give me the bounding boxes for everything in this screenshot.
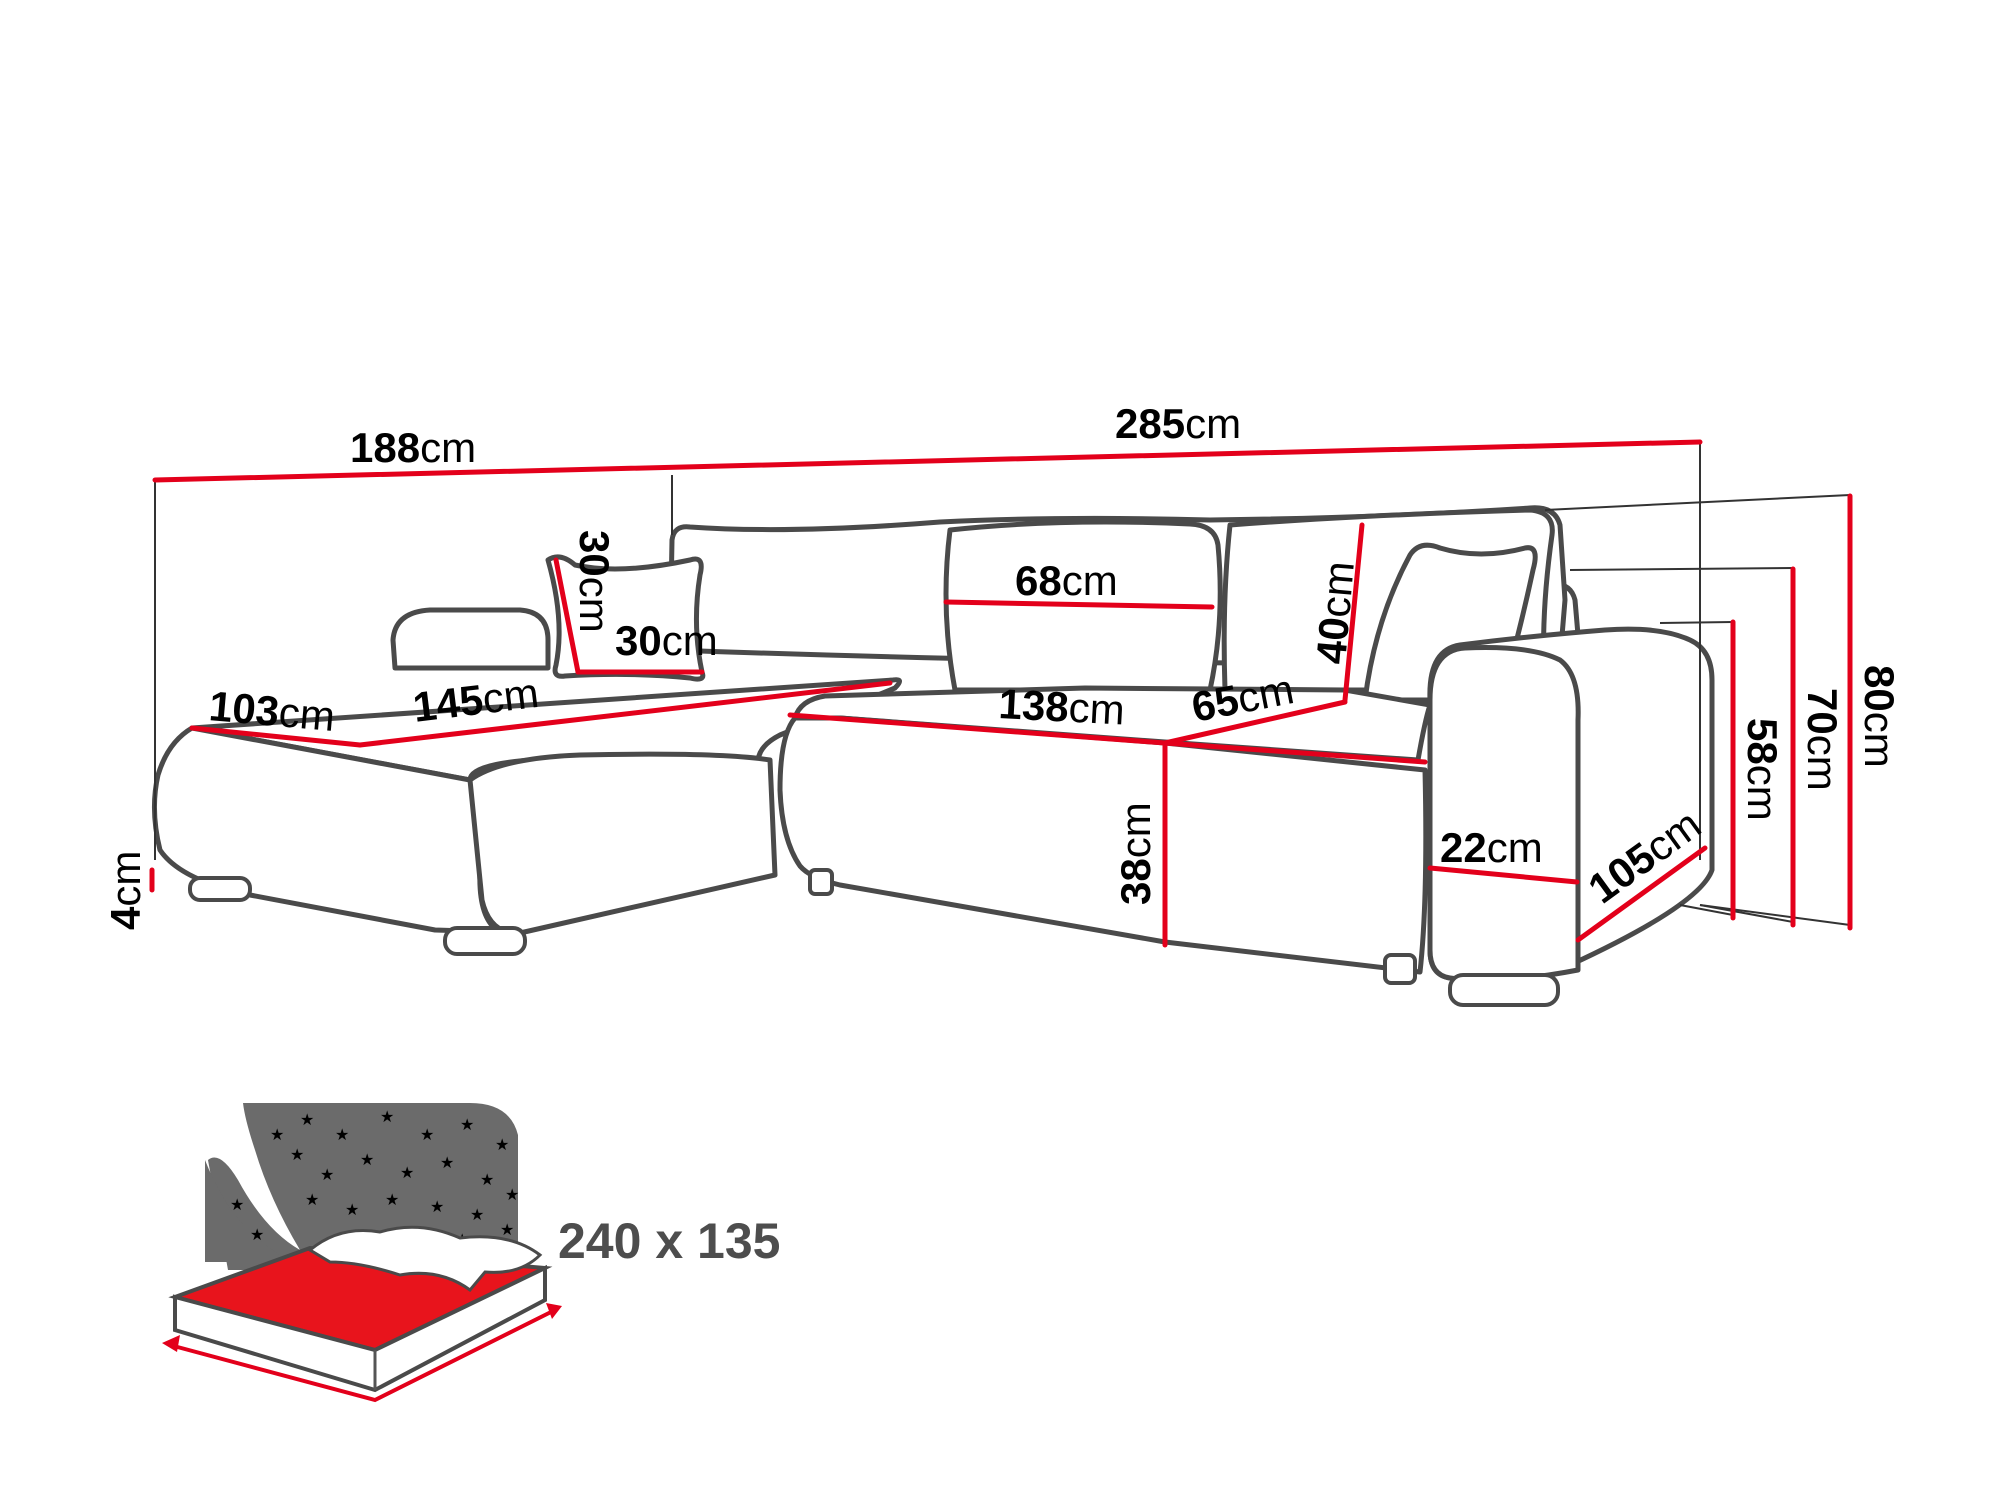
- leg-chaise-front: [443, 926, 527, 956]
- dimension-lines: [149, 439, 1853, 948]
- left-armrest: [390, 607, 551, 671]
- dim-line-pillow-height: [553, 557, 581, 675]
- label-armrest-height: 58cm: [1739, 718, 1786, 821]
- guide-lines: [154, 440, 1851, 926]
- chaise-side-cushion: [467, 751, 778, 936]
- leg-middle-front: [1383, 953, 1417, 985]
- night-sky-icon: [208, 1103, 518, 1270]
- stars-icon: ★★ ★★ ★★ ★★ ★★ ★★ ★★ ★★ ★★ ★★ ★★ ★★: [230, 1109, 519, 1249]
- dim-line-seat-front: [1162, 740, 1428, 765]
- svg-text:★: ★: [300, 1112, 314, 1129]
- svg-text:★: ★: [250, 1227, 264, 1244]
- sofa-drawing: [151, 505, 1715, 1007]
- svg-text:★: ★: [460, 1117, 474, 1134]
- label-cushion-width: 68cm: [1015, 557, 1118, 604]
- label-cushion-height: 40cm: [1307, 559, 1363, 665]
- dim-line-armrest-width: [1427, 865, 1580, 885]
- svg-text:★: ★: [335, 1127, 349, 1144]
- label-chaise-seat-length: 145cm: [410, 669, 541, 731]
- label-seat-width: 138cm: [998, 680, 1126, 734]
- dimension-labels: 188cm 285cm 80cm 70cm 58cm 38cm 4cm 30cm…: [102, 400, 1903, 930]
- dim-line-cushion-width: [943, 599, 1215, 610]
- svg-text:★: ★: [360, 1152, 374, 1169]
- leg-middle-back: [808, 868, 834, 896]
- label-leg-height: 4cm: [102, 851, 149, 930]
- label-back-height: 70cm: [1799, 688, 1846, 791]
- svg-text:★: ★: [345, 1202, 359, 1219]
- svg-text:★: ★: [270, 1127, 284, 1144]
- dim-line-overall-width: [152, 439, 1703, 483]
- bed-size-label: 240 x 135: [558, 1213, 780, 1269]
- svg-text:★: ★: [290, 1147, 304, 1164]
- svg-text:★: ★: [470, 1207, 484, 1224]
- label-seat-height: 38cm: [1112, 802, 1159, 905]
- dim-line-chaise-width: [189, 725, 363, 748]
- label-pillow-width: 30cm: [615, 617, 718, 664]
- dim-line-cushion-height: [1342, 522, 1365, 703]
- svg-text:★: ★: [320, 1167, 334, 1184]
- svg-text:★: ★: [420, 1127, 434, 1144]
- svg-text:★: ★: [480, 1172, 494, 1189]
- label-total-height: 80cm: [1856, 665, 1903, 768]
- moon-crescent-icon: [205, 1160, 290, 1262]
- svg-text:★: ★: [380, 1109, 394, 1126]
- right-armrest-front: [1427, 645, 1581, 983]
- svg-text:★: ★: [430, 1199, 444, 1216]
- svg-text:★: ★: [230, 1197, 244, 1214]
- label-seat-depth: 65cm: [1188, 665, 1298, 731]
- svg-text:★: ★: [305, 1192, 319, 1209]
- label-chaise-width: 103cm: [207, 682, 337, 740]
- dim-line-chaise-seat-length: [357, 680, 893, 748]
- dim-line-seat-width: [787, 712, 1168, 746]
- dim-line-seat-depth: [1162, 699, 1348, 746]
- label-total-width: 285cm: [1115, 400, 1241, 447]
- label-pillow-height: 30cm: [571, 530, 618, 633]
- label-chaise-length: 188cm: [350, 424, 476, 471]
- label-armrest-width: 22cm: [1440, 824, 1543, 871]
- svg-text:★: ★: [385, 1192, 399, 1209]
- bed-function-icon: ★★ ★★ ★★ ★★ ★★ ★★ ★★ ★★ ★★ ★★ ★★ ★★ 240 …: [162, 1103, 780, 1403]
- svg-text:★: ★: [495, 1137, 509, 1154]
- svg-text:★: ★: [440, 1155, 454, 1172]
- bed-pillow: [307, 1225, 543, 1293]
- svg-text:★: ★: [505, 1187, 519, 1204]
- svg-text:★: ★: [400, 1165, 414, 1182]
- bed-size-arrow: [169, 1308, 556, 1403]
- svg-text:★: ★: [500, 1222, 514, 1239]
- leg-right-front: [1448, 973, 1560, 1007]
- dim-line-total-depth: [1575, 845, 1708, 943]
- leg-chaise-back: [188, 876, 252, 902]
